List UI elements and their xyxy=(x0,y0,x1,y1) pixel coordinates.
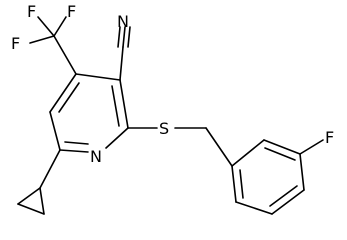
ring-bond-c3-c2 xyxy=(119,79,129,129)
bond-c-f1 xyxy=(37,16,55,37)
bond-ring-cn xyxy=(119,46,124,81)
ring-bond-n-c6-inner xyxy=(64,141,89,145)
atom-label-nitrile-nitrogen: N xyxy=(117,12,129,31)
ring-bond-c5-c4-inner xyxy=(58,82,80,113)
atom-label-sulfur: S xyxy=(159,119,169,138)
ring-bond-n-c6 xyxy=(59,149,89,153)
bond-aryl-f xyxy=(299,139,324,155)
molecule-drawing: F F F N N S F xyxy=(11,2,334,215)
aryl-bond-6 xyxy=(231,165,237,203)
atom-label-fluorine-left: F xyxy=(11,34,20,53)
bond-ch2-aryl xyxy=(205,127,233,167)
ring-bond-c5-c4 xyxy=(49,73,77,113)
cyclopropyl-bond-2 xyxy=(39,187,45,215)
aryl-bond-1 xyxy=(231,139,265,167)
thioether-linker xyxy=(127,127,233,167)
bond-triple-1 xyxy=(122,26,126,48)
bond-triple-2 xyxy=(117,26,121,48)
aryl-bond-6-inner xyxy=(239,169,244,199)
aryl-bond-5 xyxy=(235,201,273,215)
aryl-bond-2-inner xyxy=(264,147,296,161)
bond-c-f3 xyxy=(29,35,55,44)
ring-bond-c2-n xyxy=(105,127,129,149)
atom-label-fluorine-top-right: F xyxy=(67,2,76,21)
cyclopropyl-group xyxy=(17,149,61,215)
cyclopropyl-bond-3 xyxy=(17,203,45,215)
ring-bond-c4-c3 xyxy=(75,73,121,81)
atom-label-ring-nitrogen: N xyxy=(90,147,102,166)
ring-bond-c3-c2-inner xyxy=(111,85,120,127)
bond-cf3-ring xyxy=(53,35,77,75)
bond-ring-cyclopropyl xyxy=(39,149,61,189)
atom-label-fluorine-aryl: F xyxy=(325,128,334,147)
bond-triple-3 xyxy=(127,26,131,48)
pyridine-ring xyxy=(49,73,129,153)
cyclopropyl-bond-1 xyxy=(17,187,41,205)
ring-bond-c6-c5 xyxy=(49,111,61,151)
aryl-bond-2 xyxy=(263,139,301,155)
aryl-bond-4-inner xyxy=(269,185,298,207)
structure-diagram: F F F N N S F xyxy=(11,2,334,215)
fluorophenyl-ring xyxy=(231,139,324,215)
bond-c-f2 xyxy=(53,16,67,37)
trifluoromethyl-group xyxy=(29,16,77,75)
aryl-bond-3 xyxy=(299,153,305,191)
nitrile-group xyxy=(117,26,131,81)
aryl-bond-4 xyxy=(271,189,305,215)
atom-label-fluorine-top-left: F xyxy=(27,2,36,21)
